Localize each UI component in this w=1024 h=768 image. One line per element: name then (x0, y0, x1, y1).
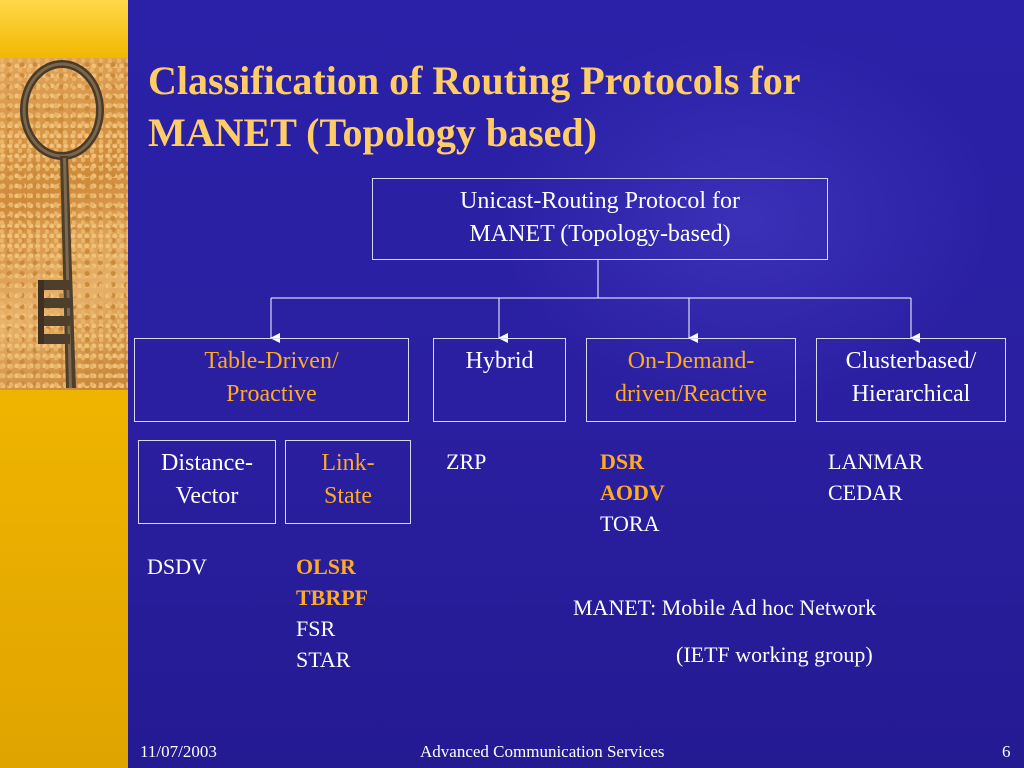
protocols-distance-vector: DSDV (147, 551, 207, 582)
root-node: Unicast-Routing Protocol for MANET (Topo… (372, 178, 828, 260)
title-line-2: MANET (Topology based) (148, 110, 597, 155)
stripe-top-band (0, 0, 128, 58)
key-icon (20, 60, 104, 388)
protocol-dsr: DSR (600, 449, 645, 474)
ietf-note: (IETF working group) (676, 642, 873, 667)
protocol-olsr: OLSR (296, 554, 356, 579)
table-driven-line-2: Proactive (226, 381, 317, 407)
distance-vector-line-2: Vector (175, 483, 239, 509)
protocol-dsdv: DSDV (147, 554, 207, 579)
footer-page-number: 6 (1002, 742, 1011, 761)
footer-course: Advanced Communication Services (420, 742, 665, 761)
root-line-2: MANET (Topology-based) (469, 221, 731, 247)
cluster-line-2: Hierarchical (851, 381, 971, 407)
node-hybrid: Hybrid (433, 338, 566, 422)
node-link-state: Link- State (285, 440, 411, 524)
protocol-tora: TORA (600, 511, 660, 536)
protocols-on-demand: DSR AODV TORA (600, 446, 665, 539)
protocol-lanmar: LANMAR (828, 449, 924, 474)
manet-definition: MANET: Mobile Ad hoc Network (573, 595, 877, 620)
table-driven-line-1: Table-Driven/ (204, 348, 339, 374)
protocol-fsr: FSR (296, 616, 336, 641)
protocols-hybrid: ZRP (446, 446, 486, 477)
protocol-aodv: AODV (600, 480, 665, 505)
background-glow (490, 30, 1000, 410)
protocol-star: STAR (296, 647, 351, 672)
node-on-demand: On-Demand- driven/Reactive (586, 338, 796, 422)
title-line-1: Classification of Routing Protocols for (148, 58, 801, 103)
distance-vector-line-1: Distance- (161, 450, 253, 476)
protocols-cluster: LANMAR CEDAR (828, 446, 923, 508)
node-table-driven: Table-Driven/ Proactive (134, 338, 409, 422)
footer-date: 11/07/2003 (140, 742, 217, 761)
cluster-line-1: Clusterbased/ (845, 348, 977, 374)
protocol-tbrpf: TBRPF (296, 585, 369, 610)
root-line-1: Unicast-Routing Protocol for (460, 188, 740, 214)
key-photo (0, 58, 128, 390)
protocols-link-state: OLSR TBRPF FSR STAR (296, 551, 368, 675)
on-demand-line-1: On-Demand- (627, 348, 755, 374)
node-cluster: Clusterbased/ Hierarchical (816, 338, 1006, 422)
hybrid-line-1: Hybrid (465, 348, 534, 374)
protocol-zrp: ZRP (446, 449, 487, 474)
slide-title: Classification of Routing Protocols for … (148, 55, 1008, 159)
link-state-line-2: State (324, 483, 372, 509)
link-state-line-1: Link- (321, 450, 375, 476)
protocol-cedar: CEDAR (828, 480, 903, 505)
on-demand-line-2: driven/Reactive (615, 381, 767, 407)
node-distance-vector: Distance- Vector (138, 440, 276, 524)
